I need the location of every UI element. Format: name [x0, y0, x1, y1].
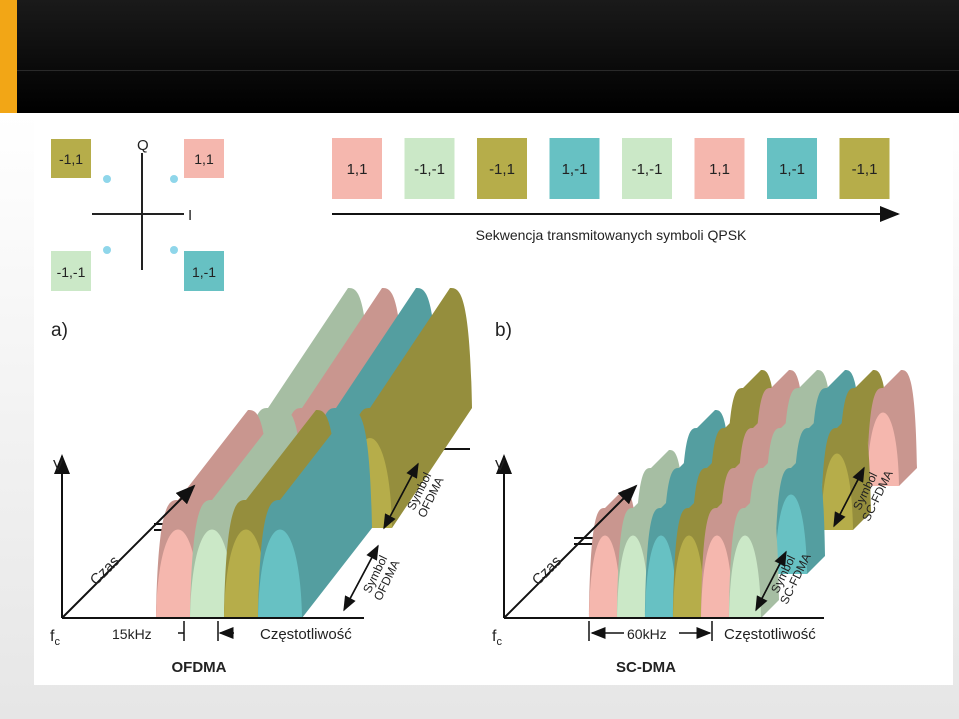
constellation-point	[103, 246, 111, 254]
constellation-box-label: 1,-1	[192, 264, 216, 280]
time-axis-label: Czas	[529, 553, 565, 589]
sequence-symbol-box	[839, 138, 890, 199]
sequence-symbol-box	[477, 138, 527, 199]
sequence-symbol-label: 1,-1	[779, 161, 805, 178]
sequence-symbol-label: 1,1	[347, 161, 368, 178]
panel-a-label: a)	[51, 320, 68, 341]
constellation-box	[184, 251, 224, 291]
sequence-symbol-box	[549, 138, 600, 199]
panel-a: a) V Czas fc 15kHz Częstotliwość Symbol …	[50, 288, 472, 676]
constellation-point	[170, 175, 178, 183]
sequence-symbol-box	[404, 138, 455, 199]
slide-title-bar	[0, 0, 959, 113]
panel-b-title: SC-DMA	[616, 659, 676, 676]
sequence-symbol-label: -1,1	[489, 161, 515, 178]
panel-b-label: b)	[495, 320, 512, 341]
constellation-box-label: 1,1	[194, 151, 214, 167]
q-axis-label: Q	[137, 137, 149, 154]
fc-label: fc	[50, 628, 60, 648]
scfdma-subcarriers	[589, 370, 917, 618]
constellation-diagram: Q I -1,1 1,1 -1,-1 1,-1	[51, 137, 224, 291]
symbol-label-back: Symbol OFDMA	[404, 470, 446, 520]
fc-label: fc	[492, 628, 502, 648]
sequence-symbol-box	[694, 138, 745, 199]
sequence-symbol-label: -1,-1	[414, 161, 445, 178]
title-accent-bar	[0, 0, 17, 113]
constellation-box	[51, 139, 91, 178]
freq-axis-label: Częstotliwość	[724, 626, 816, 643]
sequence-symbol-box	[767, 138, 817, 199]
symbol-label-front: Symbol OFDMA	[360, 553, 402, 603]
constellation-box-label: -1,1	[59, 151, 83, 167]
v-axis-label: V	[495, 457, 505, 474]
constellation-box	[184, 139, 224, 178]
v-axis-label: V	[53, 457, 63, 474]
sequence-symbol-label: -1,-1	[632, 161, 663, 178]
constellation-point	[170, 246, 178, 254]
bandwidth-label: 15kHz	[112, 626, 152, 642]
sequence-symbol-box	[332, 138, 382, 199]
bandwidth-label: 60kHz	[627, 626, 667, 642]
subcarrier-ridge	[821, 410, 871, 530]
symbol-span-arrow	[833, 467, 865, 528]
symbol-span-arrow	[383, 463, 419, 530]
symbol-span-arrow	[755, 551, 787, 612]
panel-a-title: OFDMA	[172, 659, 227, 676]
subcarrier-ridge	[258, 410, 372, 618]
time-axis-label: Czas	[87, 553, 123, 589]
constellation-box	[51, 251, 91, 291]
time-axis	[61, 484, 196, 619]
figure-svg: Q I -1,1 1,1 -1,-1 1,-1 1,1 -1,-1 -1,1 1,-1…	[50, 137, 917, 676]
constellation-point	[103, 175, 111, 183]
symbol-sequence: 1,1 -1,-1 -1,1 1,-1 -1,-1 1,1 1,-1 -1,1	[332, 138, 890, 199]
time-axis	[503, 484, 638, 619]
sequence-symbol-label: -1,1	[852, 161, 878, 178]
ofdma-subcarriers	[156, 288, 472, 618]
subcarrier-ridge	[729, 490, 779, 618]
sequence-symbol-box	[622, 138, 672, 199]
title-divider	[17, 70, 959, 71]
sequence-symbol-label: 1,-1	[562, 161, 588, 178]
subcarrier-ridge	[867, 370, 917, 486]
figure-panel: Q I -1,1 1,1 -1,-1 1,-1 1,1 -1,-1 -1,1 1,-1…	[34, 116, 953, 685]
freq-axis-label: Częstotliwość	[260, 626, 352, 643]
symbol-span-arrow	[343, 545, 379, 612]
i-axis-label: I	[188, 207, 192, 224]
sequence-caption: Sekwencja transmitowanych symboli QPSK	[476, 227, 747, 243]
panel-b: b) V Czas fc 60kHz Częstotliwość Symbol …	[492, 320, 917, 676]
constellation-box-label: -1,-1	[57, 264, 86, 280]
sequence-symbol-label: 1,1	[709, 161, 730, 178]
